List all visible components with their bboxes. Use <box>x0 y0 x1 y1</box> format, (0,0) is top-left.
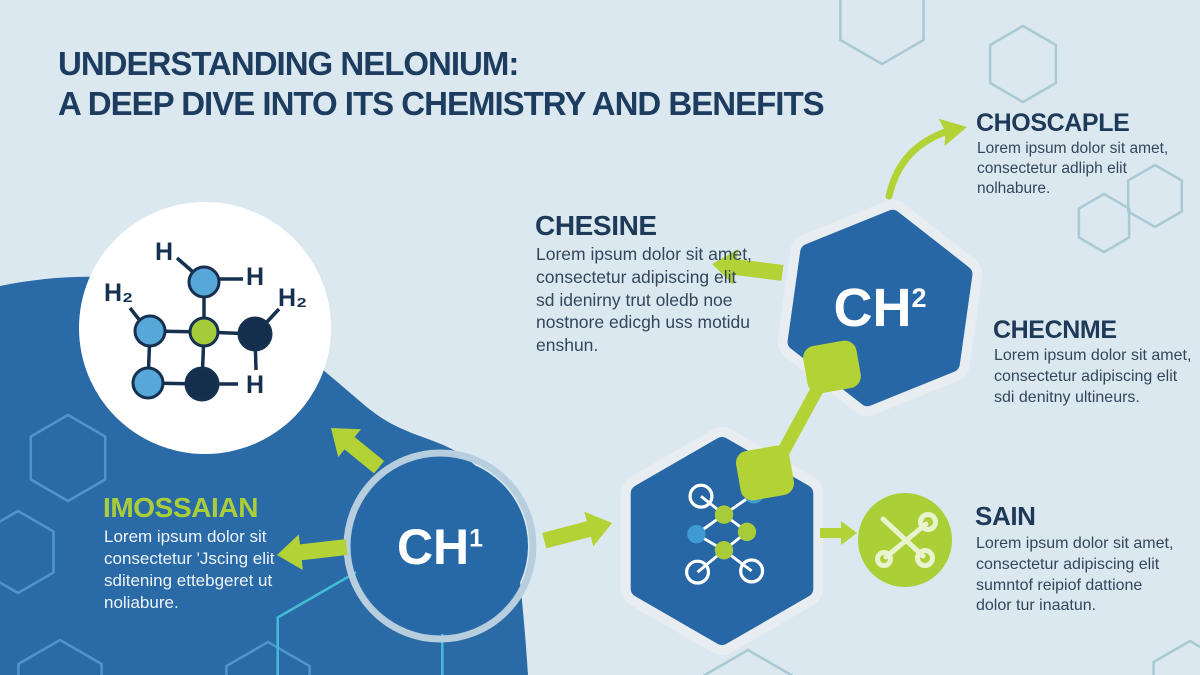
atom-navy <box>184 366 220 402</box>
atom-label-h-top-right: H <box>246 263 265 291</box>
hexagon-outline <box>17 638 103 675</box>
atom-label-h-top: H <box>155 238 174 266</box>
crossed-bonds-icon <box>875 512 938 568</box>
atom-label-h2-left: H₂ <box>104 279 134 307</box>
page-title: UNDERSTANDING NELONIUM: A DEEP DIVE INTO… <box>58 44 825 125</box>
hexagon-outline <box>1077 192 1131 254</box>
atom-light-blue <box>131 366 165 400</box>
ch2-node-label: CH2 <box>833 278 927 338</box>
arrow-to-imossaian <box>277 534 348 571</box>
atom-light-blue <box>133 314 167 348</box>
atom-green <box>188 316 220 348</box>
atom-light-blue <box>187 265 221 299</box>
section-body-choscaple: Lorem ipsum dolor sit amet, consectetur … <box>977 140 1169 198</box>
hexagon-outline <box>0 509 55 595</box>
section-body-chesine: Lorem ipsum dolor sit amet, consectetur … <box>536 244 752 355</box>
arrow-to-molecule-circle <box>331 428 385 474</box>
hexagon-connector <box>735 340 861 501</box>
hexagon-outline <box>703 648 793 675</box>
hexagon-outline <box>988 24 1058 104</box>
molecule-structure-icon <box>79 202 331 454</box>
arrow-to-chesine <box>712 249 784 285</box>
atom-navy <box>237 316 273 352</box>
sain-badge <box>858 493 952 587</box>
atom-label-h-bottom: H <box>246 371 265 399</box>
section-body-checnme: Lorem ipsum dolor sit amet, consectetur … <box>994 347 1192 406</box>
arrow-from-ch1 <box>542 511 612 549</box>
section-heading-choscaple: CHOSCAPLE <box>976 109 1130 137</box>
arrow-to-sain <box>820 521 857 545</box>
arrow-to-choscaple <box>885 118 967 200</box>
section-body-imossaian: Lorem ipsum dolor sit consectetur 'Jscin… <box>104 527 275 613</box>
atom-label-h2-right: H₂ <box>278 284 308 312</box>
hexagon-outline <box>839 0 925 66</box>
ch1-node-label: CH1 <box>396 519 484 575</box>
hexagon-outline <box>29 413 107 503</box>
hexagon-outline <box>1152 639 1200 675</box>
section-heading-sain: SAIN <box>975 501 1036 531</box>
title-line-2: A DEEP DIVE INTO ITS CHEMISTRY AND BENEF… <box>58 85 825 123</box>
section-body-sain: Lorem ipsum dolor sit amet, consectetur … <box>976 535 1174 615</box>
hexagon-outline <box>1126 163 1184 229</box>
section-heading-imossaian: IMOSSAIAN <box>103 492 259 523</box>
hexagon-outline <box>225 640 311 675</box>
title-line-1: UNDERSTANDING NELONIUM: <box>58 45 519 82</box>
section-heading-checnme: CHECNME <box>993 316 1117 344</box>
section-heading-chesine: CHESINE <box>535 210 657 241</box>
ch1-circle <box>343 449 537 643</box>
